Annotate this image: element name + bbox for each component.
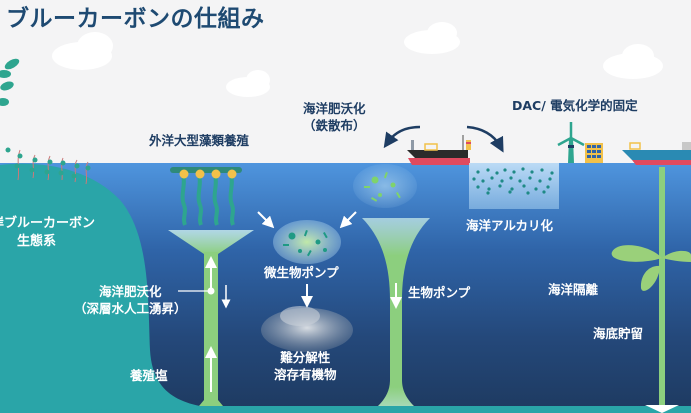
- label-coastal-line1: 沿岸ブルーカーボン: [0, 216, 96, 231]
- label-seabed-storage: 海底貯留: [593, 326, 644, 341]
- tanker-ship-icon: [622, 142, 691, 165]
- label-ocean-alkalinization: 海洋アルカリ化: [466, 218, 554, 233]
- label-refractory-dom: 難分解性 溶存有機物: [274, 350, 337, 384]
- cloud-icon: [404, 22, 460, 54]
- label-coastal-blue-carbon: 沿岸ブルーカーボン 生態系: [0, 215, 95, 250]
- arrow-icon: [257, 211, 275, 229]
- label-coastal-line2: 生態系: [17, 233, 57, 249]
- down-arrow-icon: [645, 405, 679, 413]
- building-icon: [585, 143, 603, 163]
- ship-icon: [407, 135, 471, 165]
- page-title: ブルーカーボンの仕組み: [6, 6, 265, 32]
- microbe-cluster: [273, 220, 341, 264]
- storage-pipe: [659, 167, 665, 406]
- label-upwelling-line1: 海洋肥沃化: [99, 284, 162, 299]
- curved-arrow-icon: [466, 125, 504, 153]
- phytoplankton-icon: [364, 171, 401, 202]
- label-ocean-isolation: 海洋隔離: [548, 282, 599, 297]
- alkalinity-zone: [469, 163, 559, 209]
- sprout-leaves-icon: [611, 245, 691, 291]
- microbe-icon: [283, 230, 328, 257]
- label-microbial-pump: 微生物ポンプ: [264, 265, 339, 280]
- alkaline-particles: [472, 167, 554, 195]
- seabed: [0, 406, 691, 413]
- seagrass-leaves: [5, 147, 91, 179]
- label-artificial-upwelling: 海洋肥沃化 （深層水人工湧昇）: [74, 284, 187, 318]
- wind-turbine-icon: [557, 122, 585, 163]
- label-rdom-line2: 溶存有機物: [274, 366, 337, 382]
- upwelling-funnel: [168, 230, 254, 254]
- leader-dot: [207, 287, 215, 295]
- label-biological-pump: 生物ポンプ: [408, 285, 471, 300]
- label-rdom-line1: 難分解性: [280, 350, 331, 365]
- kelp-icon: [179, 169, 237, 226]
- algae-raft: [170, 167, 242, 173]
- label-nutrients: 養殖塩: [130, 368, 168, 383]
- coastal-ecosystem-land: [0, 163, 200, 413]
- cloud-icon: [603, 44, 663, 79]
- cloud-icon: [52, 32, 113, 70]
- upwelling-pipe: [204, 252, 218, 402]
- label-macroalgae-farming: 外洋大型藻類養殖: [149, 133, 250, 148]
- mangrove-leaves-icon: [0, 58, 20, 106]
- label-upwelling-line2: （深層水人工湧昇）: [74, 300, 187, 316]
- label-iron-fertilization-line1: 海洋肥沃化: [303, 101, 366, 116]
- curved-arrow-icon: [383, 125, 421, 149]
- iron-plankton-bloom: [353, 164, 417, 208]
- cloud-icon: [226, 70, 270, 97]
- arrow-icon: [339, 211, 357, 229]
- label-iron-fertilization: 海洋肥沃化 （鉄散布）: [303, 101, 366, 135]
- biological-pump-funnel: [362, 218, 430, 406]
- label-dac-electrochemical: DAC/ 電気化学的固定: [512, 98, 638, 113]
- label-iron-fertilization-line2: （鉄散布）: [303, 117, 366, 133]
